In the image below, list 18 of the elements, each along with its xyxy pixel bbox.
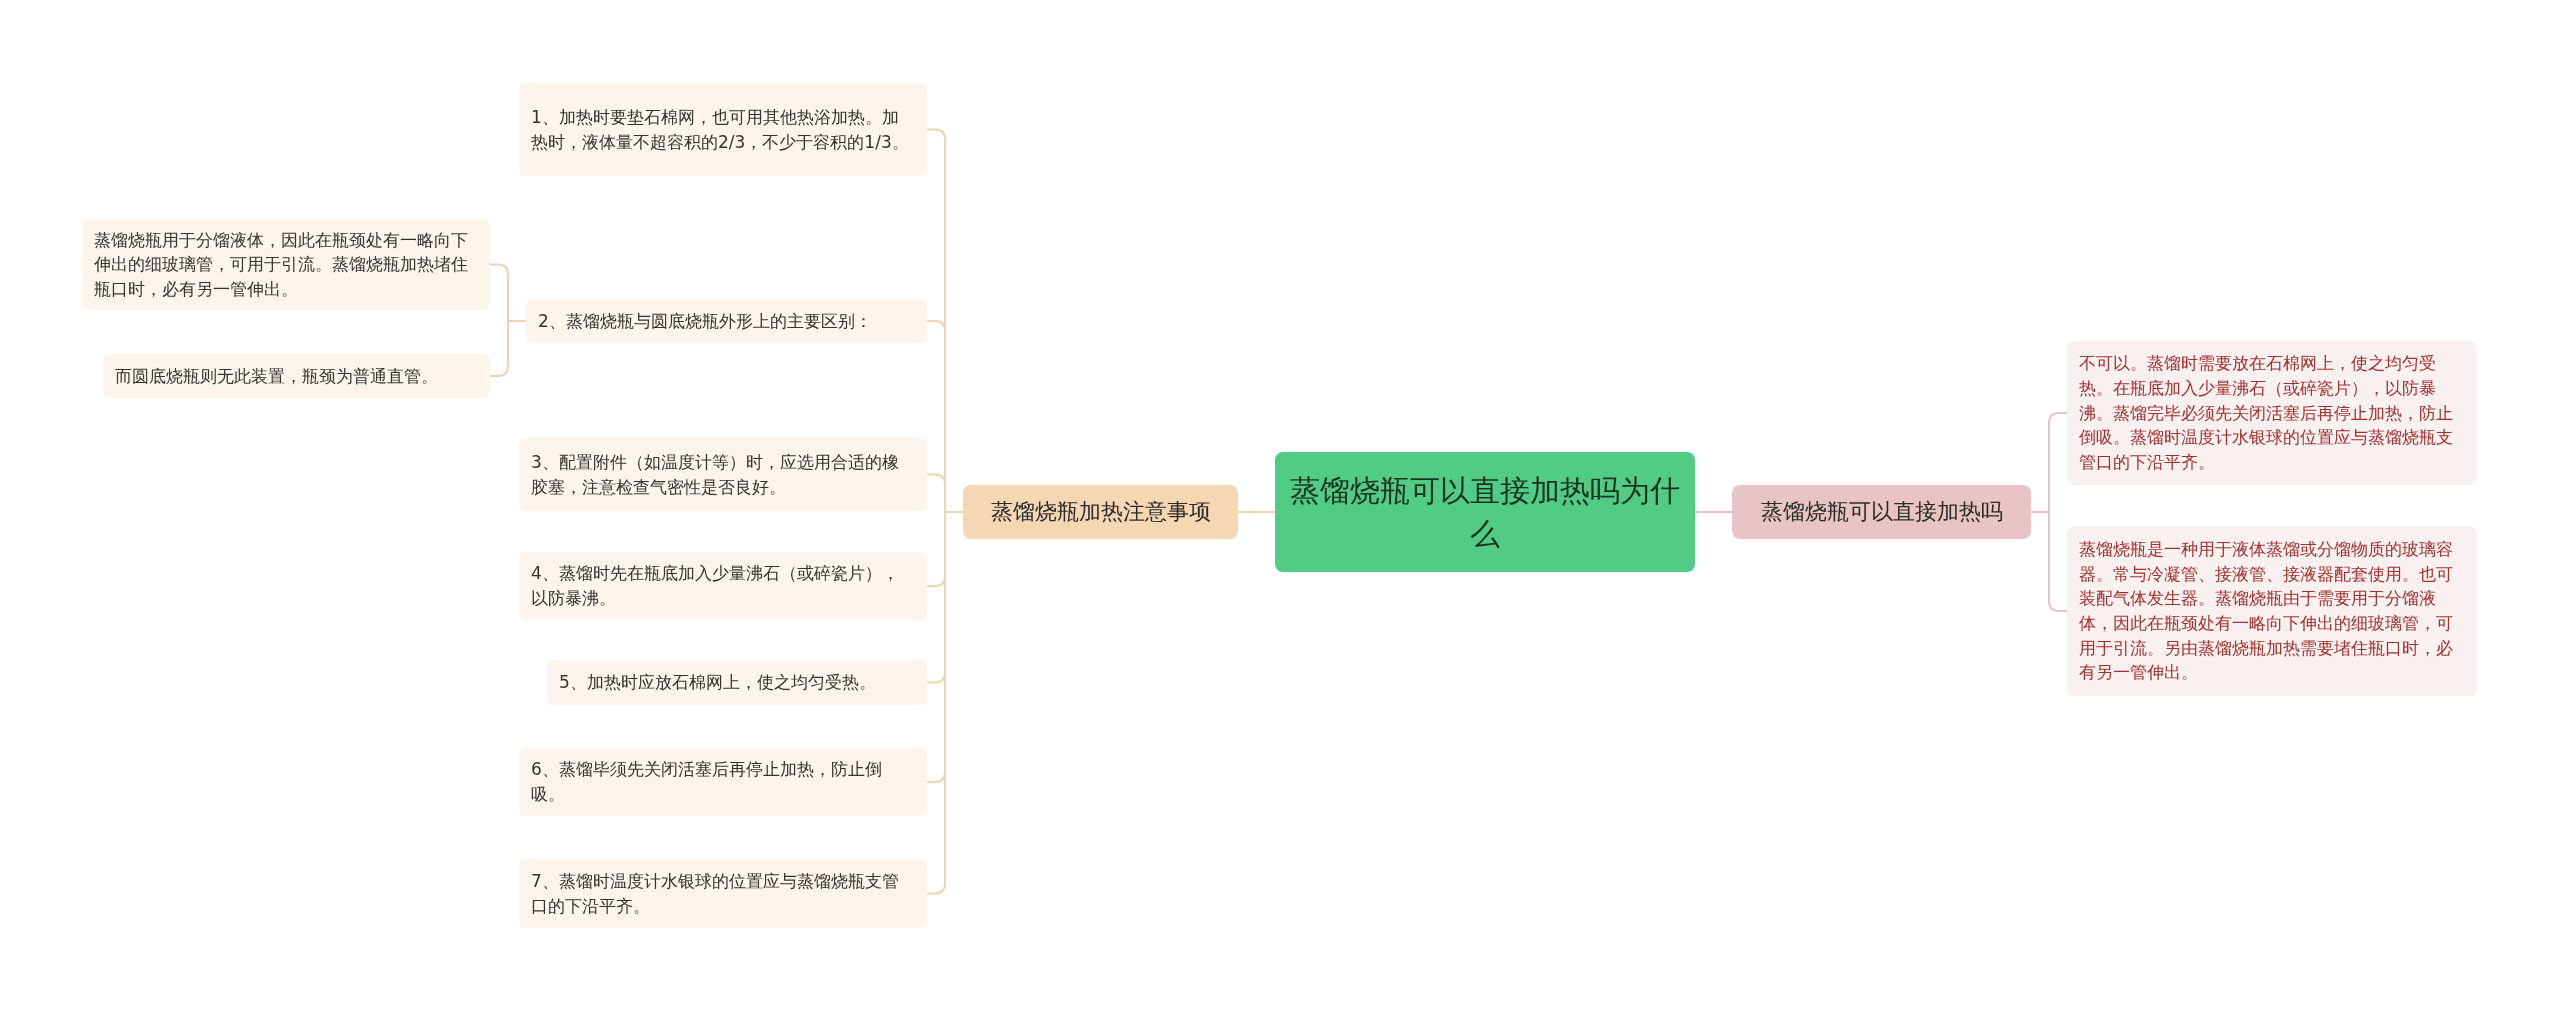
subtopic: 蒸馏烧瓶加热注意事项 [963,485,1238,539]
connector-line [1694,511,1733,513]
subtopic: 蒸馏烧瓶可以直接加热吗 [1732,485,2031,539]
note-card: 6、蒸馏毕须先关闭活塞后再停止加热，防止倒吸。 [519,748,927,816]
note-card: 而圆底烧瓶则无此装置，瓶颈为普通直管。 [103,354,490,398]
note-card: 蒸馏烧瓶用于分馏液体，因此在瓶颈处有一略向下伸出的细玻璃管，可用于引流。蒸馏烧瓶加热堵住瓶口时，必有另一管伸出。 [82,219,490,310]
connector-line [489,320,527,377]
note-card: 5、加热时应放石棉网上，使之均匀受热。 [547,660,927,705]
note-card: 3、配置附件（如温度计等）时，应选用合适的橡胶塞，注意检查气密性是否良好。 [519,438,927,511]
note-card: 2、蒸馏烧瓶与圆底烧瓶外形上的主要区别： [526,299,927,343]
connector-line [2030,511,2068,612]
note-card: 不可以。蒸馏时需要放在石棉网上，使之均匀受热。在瓶底加入少量沸石（或碎瓷片），以防暴沸。蒸馏完毕必须先关闭活塞后再停止加热，防止倒吸。蒸馏时温度计水银球的位置应与蒸馏烧瓶支管口的下沿平齐。 [2067,341,2477,485]
note-card: 4、蒸馏时先在瓶底加入少量沸石（或碎瓷片），以防暴沸。 [519,552,927,620]
connector-line [1237,511,1276,513]
note-card: 蒸馏烧瓶是一种用于液体蒸馏或分馏物质的玻璃容器。常与冷凝管、接液管、接液器配套使用。也可装配气体发生器。蒸馏烧瓶由于需要用于分馏液体，因此在瓶颈处有一略向下伸出的细玻璃管，可用于引流。另由蒸馏烧瓶加热需要堵住瓶口时，必有另一管伸出。 [2067,526,2477,696]
note-card: 1、加热时要垫石棉网，也可用其他热浴加热。加热时，液体量不超容积的2/3，不少于容积的1/3。 [519,83,927,176]
central-topic: 蒸馏烧瓶可以直接加热吗为什么 [1275,452,1695,572]
note-card: 7、蒸馏时温度计水银球的位置应与蒸馏烧瓶支管口的下沿平齐。 [519,859,927,928]
